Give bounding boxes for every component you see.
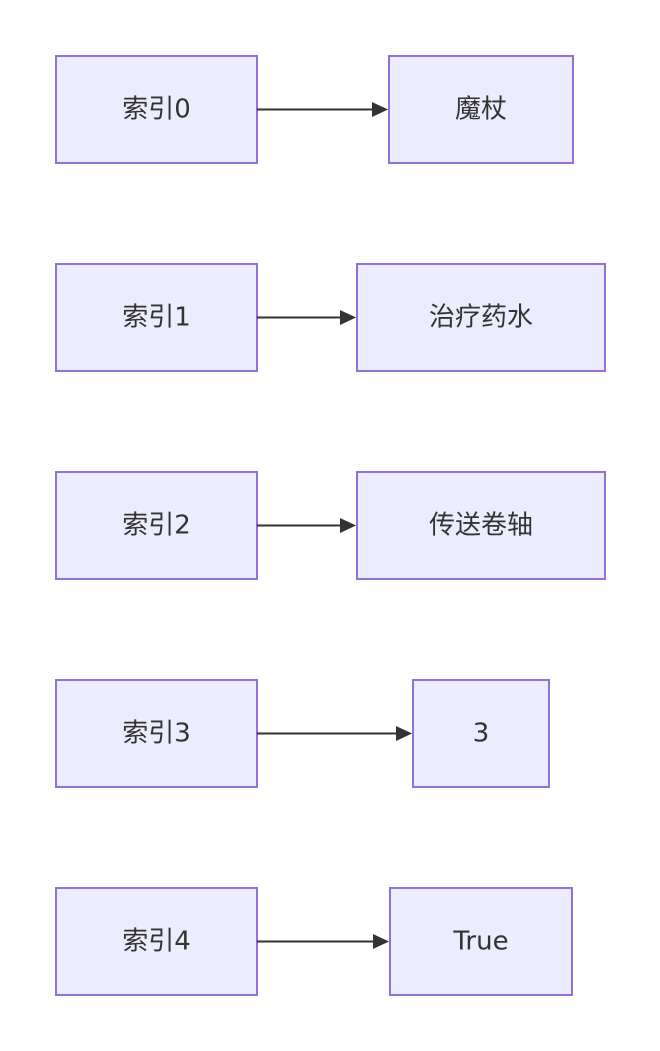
edge-arrowhead	[373, 934, 389, 949]
index-node-label: 索引3	[122, 719, 191, 749]
index-node	[55, 679, 258, 788]
edge-arrowhead	[396, 726, 412, 741]
value-node-label: 传送卷轴	[429, 511, 533, 541]
diagram-row: 索引0 魔杖	[55, 55, 574, 164]
index-node	[55, 263, 258, 372]
value-node	[356, 263, 606, 372]
edge-arrowhead	[340, 310, 356, 325]
edge-arrowhead	[372, 102, 388, 117]
index-node-label: 索引0	[122, 95, 191, 125]
index-node-label: 索引1	[122, 303, 191, 333]
diagram-row: 索引4 True	[55, 887, 573, 996]
value-node	[388, 55, 574, 164]
value-node	[389, 887, 573, 996]
index-node	[55, 55, 258, 164]
value-node-label: True	[452, 927, 508, 957]
index-node	[55, 887, 258, 996]
value-node	[356, 471, 606, 580]
value-node-label: 魔杖	[455, 95, 507, 125]
index-node-label: 索引4	[122, 927, 191, 957]
index-node-label: 索引2	[122, 511, 191, 541]
value-node	[412, 679, 550, 788]
value-node-label: 治疗药水	[429, 303, 533, 333]
diagram-row: 索引3 3	[55, 679, 550, 788]
value-node-label: 3	[473, 719, 490, 749]
edge-arrowhead	[340, 518, 356, 533]
diagram-row: 索引1 治疗药水	[55, 263, 606, 372]
diagram-row: 索引2 传送卷轴	[55, 471, 606, 580]
